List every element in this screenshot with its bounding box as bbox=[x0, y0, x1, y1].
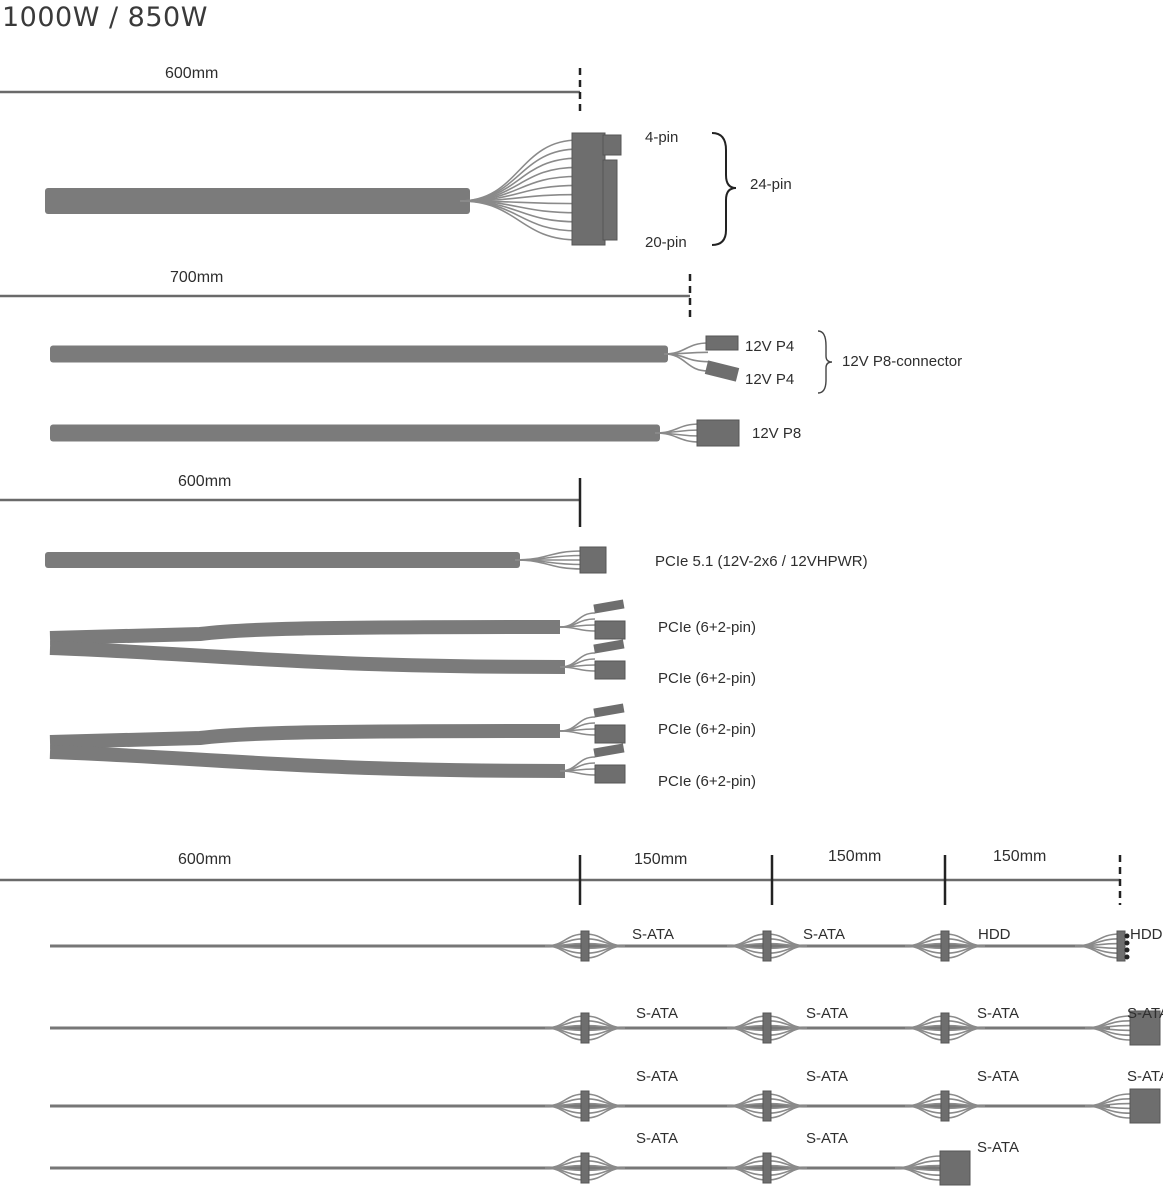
brace-icon bbox=[711, 132, 737, 246]
pcie-6pin-connector bbox=[594, 660, 626, 680]
dimension-label: 600mm bbox=[178, 851, 232, 868]
connector-label-pcie: PCIe (6+2-pin) bbox=[658, 721, 756, 738]
pcie-cable bbox=[49, 641, 566, 674]
cable-wire bbox=[459, 200, 579, 232]
pcie-cable bbox=[49, 724, 561, 749]
cable-wire bbox=[559, 730, 596, 736]
connector-label-sata: S-ATA bbox=[803, 926, 845, 943]
connector-label-pcie: PCIe (6+2-pin) bbox=[658, 773, 756, 790]
cable-wire bbox=[459, 139, 579, 202]
pcie-2pin-connector bbox=[593, 639, 625, 654]
connector-label-sata: S-ATA bbox=[1127, 1005, 1163, 1022]
connector-label-sata: S-ATA bbox=[806, 1005, 848, 1022]
sata-end-connector bbox=[1129, 1088, 1161, 1124]
molex-pin bbox=[1124, 940, 1130, 946]
connector-label-sata: S-ATA bbox=[636, 1130, 678, 1147]
connector-label-sata: S-ATA bbox=[1127, 1068, 1163, 1085]
sata-connector bbox=[940, 1090, 950, 1122]
connector-label-sata: S-ATA bbox=[636, 1068, 678, 1085]
connector-label-sata: S-ATA bbox=[977, 1068, 1019, 1085]
cable-wire bbox=[1084, 1027, 1131, 1041]
connector-label-hdd: HDD bbox=[978, 926, 1011, 943]
cable-wire bbox=[654, 432, 701, 443]
dimension-label: 700mm bbox=[170, 269, 224, 286]
pcie-6pin-connector bbox=[594, 764, 626, 784]
dimension-label: 150mm bbox=[828, 848, 882, 865]
dimension-label: 600mm bbox=[178, 473, 232, 490]
atx-20pin-latch bbox=[602, 159, 618, 241]
connector-label-20pin: 20-pin bbox=[645, 234, 687, 251]
connector-label-sata: S-ATA bbox=[977, 1139, 1019, 1156]
pcie-2pin-connector bbox=[593, 703, 625, 718]
molex-connector bbox=[1116, 930, 1126, 962]
connector-label-sata: S-ATA bbox=[632, 926, 674, 943]
connector-label-sata: S-ATA bbox=[806, 1130, 848, 1147]
molex-pin bbox=[1124, 954, 1130, 960]
connector-label-sata: S-ATA bbox=[977, 1005, 1019, 1022]
sata-connector bbox=[580, 1152, 590, 1184]
pcie5-connector bbox=[579, 546, 607, 574]
pcie-cable bbox=[49, 620, 561, 645]
pcie-6pin-connector bbox=[594, 724, 626, 744]
molex-pin bbox=[1124, 933, 1130, 939]
connector-label-pcie: PCIe (6+2-pin) bbox=[658, 670, 756, 687]
pcie-cable bbox=[49, 745, 566, 778]
connector-label-p8: 12V P8 bbox=[752, 425, 802, 442]
sata-connector bbox=[762, 930, 772, 962]
pcie-2pin-connector bbox=[593, 743, 625, 758]
molex-connector bbox=[940, 930, 950, 962]
connector-group-label-24pin: 24-pin bbox=[750, 176, 792, 193]
sata-connector bbox=[762, 1012, 772, 1044]
connector-group-label-p8: 12V P8-connector bbox=[842, 353, 963, 370]
sata-connector bbox=[762, 1090, 772, 1122]
p4-connector bbox=[704, 360, 740, 382]
connector-label-4pin: 4-pin bbox=[645, 129, 679, 146]
cable-wire bbox=[514, 559, 583, 570]
cable-wire bbox=[459, 166, 579, 202]
p8-connector bbox=[696, 419, 740, 447]
brace-icon bbox=[817, 330, 833, 394]
sata-end-connector bbox=[1129, 1010, 1161, 1046]
cable-wire bbox=[1084, 1105, 1131, 1119]
atx-cable bbox=[45, 188, 470, 214]
atx-4pin-part bbox=[602, 134, 622, 156]
sata-connector bbox=[580, 930, 590, 962]
dimension-label: 150mm bbox=[634, 851, 688, 868]
connector-label-hdd: HDD bbox=[1130, 926, 1163, 943]
atx-24pin-connector bbox=[571, 132, 606, 246]
cable-wire bbox=[663, 353, 709, 372]
eps-cable bbox=[50, 424, 660, 442]
cable-wire bbox=[559, 626, 596, 632]
eps-split-cable bbox=[50, 345, 668, 363]
cable-wire bbox=[559, 666, 596, 672]
cable-wire bbox=[459, 200, 579, 241]
pcie5-cable bbox=[45, 552, 520, 568]
cable-wire bbox=[1074, 945, 1121, 959]
cable-wire bbox=[559, 770, 596, 776]
sata-end-connector bbox=[939, 1150, 971, 1186]
cable-wire bbox=[459, 193, 579, 202]
sata-connector bbox=[940, 1012, 950, 1044]
page-title: 1000W / 850W bbox=[2, 2, 208, 33]
connector-label-pcie5: PCIe 5.1 (12V-2x6 / 12VHPWR) bbox=[655, 553, 868, 570]
dimension-label: 600mm bbox=[165, 65, 219, 82]
connector-label-p4: 12V P4 bbox=[745, 371, 795, 388]
connector-label-sata: S-ATA bbox=[806, 1068, 848, 1085]
sata-connector bbox=[580, 1090, 590, 1122]
connector-label-p4: 12V P4 bbox=[745, 338, 795, 355]
p4-connector bbox=[705, 335, 739, 351]
dimension-label: 150mm bbox=[993, 848, 1047, 865]
sata-connector bbox=[580, 1012, 590, 1044]
sata-connector bbox=[762, 1152, 772, 1184]
molex-pin bbox=[1124, 947, 1130, 953]
pcie-6pin-connector bbox=[594, 620, 626, 640]
cable-wire bbox=[894, 1167, 941, 1181]
connector-label-pcie: PCIe (6+2-pin) bbox=[658, 619, 756, 636]
pcie-2pin-connector bbox=[593, 599, 625, 614]
connector-label-sata: S-ATA bbox=[636, 1005, 678, 1022]
